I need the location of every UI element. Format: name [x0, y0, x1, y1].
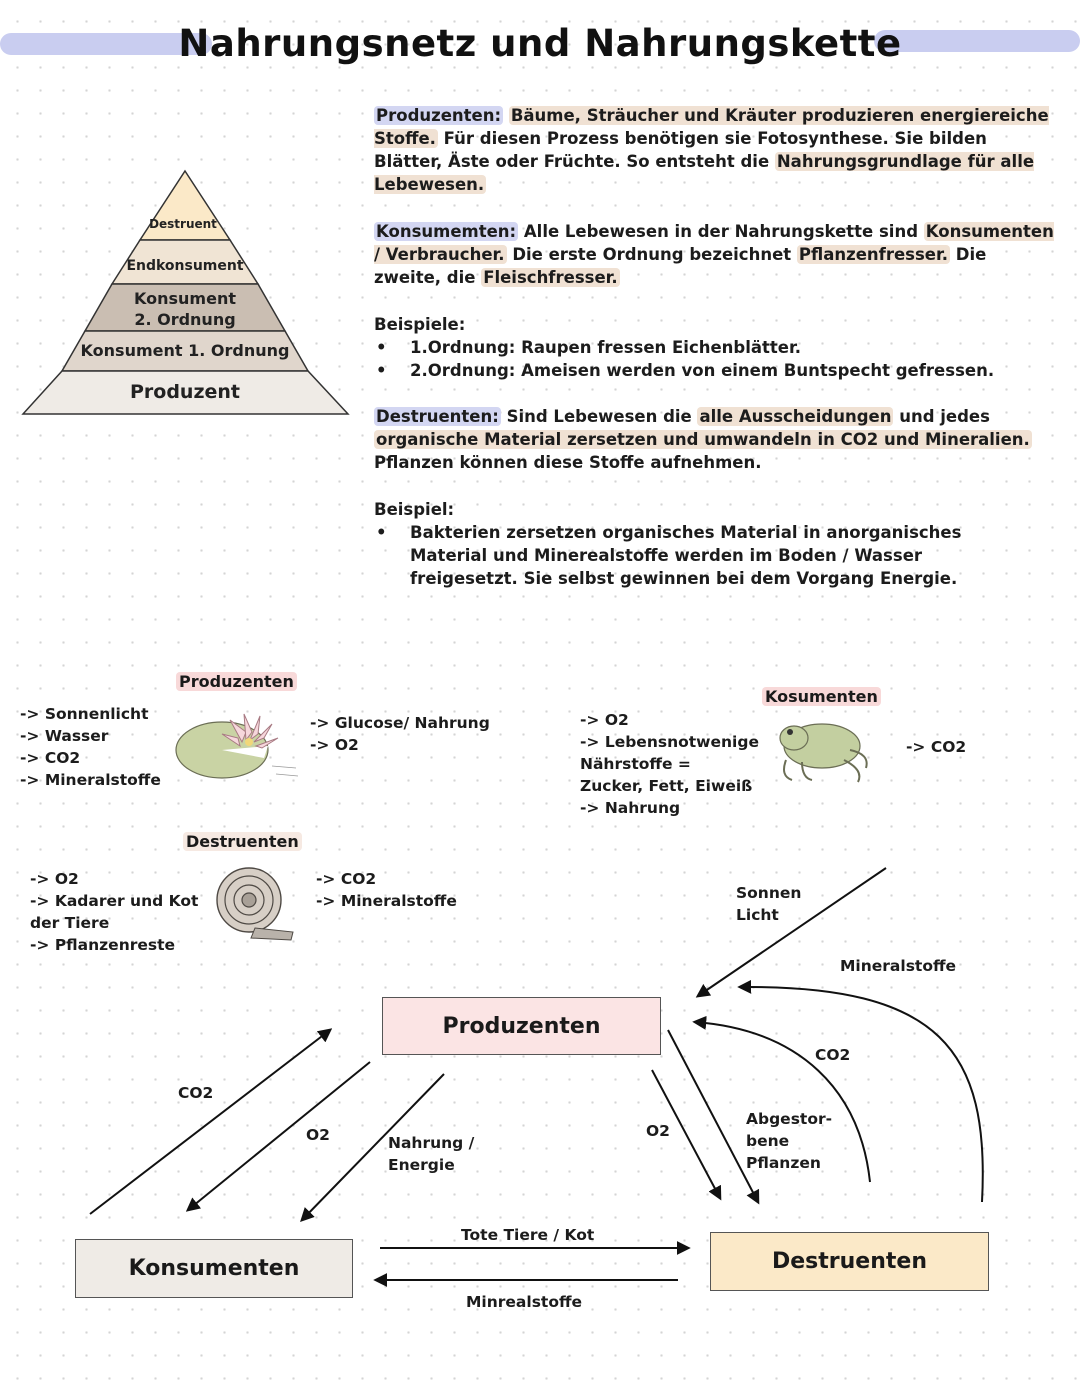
box-konsumenten: Konsumenten — [75, 1239, 353, 1298]
pyramid-label-konsument-1: Konsument 1. Ordnung — [80, 341, 290, 360]
paragraph-beispiele: Beispiele: 1.Ordnung: Raupen fressen Eic… — [374, 313, 1054, 382]
term-konsumenten: Konsumemten: — [374, 222, 519, 241]
frog-icon — [779, 723, 868, 783]
label-co2-right: CO2 — [815, 1046, 851, 1064]
arrow-nahrung — [300, 1073, 445, 1223]
paragraph-produzenten: Produzenten: Bäume, Sträucher und Kräute… — [374, 106, 1049, 194]
label-abgestor: Abgestor- — [746, 1110, 833, 1128]
pyramid-label-produzent: Produzent — [129, 381, 241, 403]
pyramid-label-konsument: Konsument — [134, 289, 236, 308]
page-title: Nahrungsnetz und Nahrungskette — [178, 22, 902, 65]
label-licht: Licht — [736, 906, 779, 924]
section-title-produzenten: Produzenten — [176, 672, 297, 691]
box-destruenten: Destruenten — [710, 1232, 989, 1291]
label-energie: Energie — [388, 1156, 455, 1174]
label-o2-left: O2 — [306, 1126, 330, 1144]
pyramid-level-produzent — [21, 370, 350, 415]
produzenten-outputs: -> Glucose/ Nahrung -> O2 — [310, 714, 490, 754]
paragraph-konsumenten: Konsumemten: Alle Lebewesen in der Nahru… — [374, 222, 1054, 287]
arrow-mineralstoffe-top — [737, 979, 984, 1203]
label-mineralstoffe-top: Mineralstoffe — [840, 957, 957, 975]
konsumenten-inputs: -> O2 -> Lebensnotwenige Nährstoffe = Zu… — [580, 711, 759, 817]
title-decoration-left — [0, 33, 212, 55]
label-bene: bene — [746, 1132, 790, 1150]
destruenten-inputs: -> O2 -> Kadarer und Kot der Tiere -> Pf… — [30, 870, 199, 954]
label-pflanzen: Pflanzen — [746, 1154, 821, 1172]
arrow-o2-left — [185, 1061, 371, 1212]
arrow-abgestorbene-pflanzen — [667, 1029, 760, 1205]
pyramid-label-ordnung-2: 2. Ordnung — [134, 310, 236, 329]
term-destruenten: Destruenten: — [374, 407, 501, 426]
arrow-co2-right — [692, 1015, 871, 1183]
beispiel-item: 2.Ordnung: Ameisen werden von einem Bunt… — [376, 359, 1054, 382]
pyramid-label-destruent: Destruent — [149, 217, 217, 231]
section-title-destruenten: Destruenten — [183, 832, 302, 851]
beispiel-item: 1.Ordnung: Raupen fressen Eichenblätter. — [376, 336, 1054, 359]
water-lily-icon — [175, 713, 299, 779]
konsumenten-outputs: -> CO2 — [906, 738, 967, 756]
pyramid-label-endkonsument: Endkonsument — [126, 258, 244, 274]
beispiele-label: Beispiele: — [374, 315, 466, 334]
arrow-co2-left — [89, 1028, 333, 1215]
arrow-sonnenlicht — [695, 867, 887, 998]
paragraph-beispiel: Beispiel: Bakterien zersetzen organische… — [374, 498, 1054, 590]
beispiel-label: Beispiel: — [374, 500, 455, 519]
label-minrealstoffe: Minrealstoffe — [466, 1293, 583, 1311]
label-o2-right: O2 — [646, 1122, 670, 1140]
section-title-konsumenten: Kosumenten — [762, 687, 881, 706]
snail-icon — [216, 867, 294, 941]
label-nahrung: Nahrung / — [388, 1134, 475, 1152]
trophic-pyramid — [21, 169, 350, 415]
arrow-o2-right — [651, 1069, 722, 1201]
box-produzenten: Produzenten — [382, 997, 661, 1055]
beispiel-item: Bakterien zersetzen organisches Material… — [376, 521, 1054, 590]
title-decoration-right — [874, 30, 1080, 52]
label-tote-tiere: Tote Tiere / Kot — [461, 1226, 595, 1244]
destruenten-outputs: -> CO2 -> Mineralstoffe — [316, 870, 457, 910]
term-produzenten: Produzenten: — [374, 106, 504, 125]
paragraph-destruenten: Destruenten: Sind Lebewesen die alle Aus… — [374, 407, 1032, 472]
label-co2-left: CO2 — [178, 1084, 214, 1102]
produzenten-inputs: -> Sonnenlicht -> Wasser -> CO2 -> Miner… — [20, 705, 161, 789]
label-sonnen: Sonnen — [736, 884, 802, 902]
